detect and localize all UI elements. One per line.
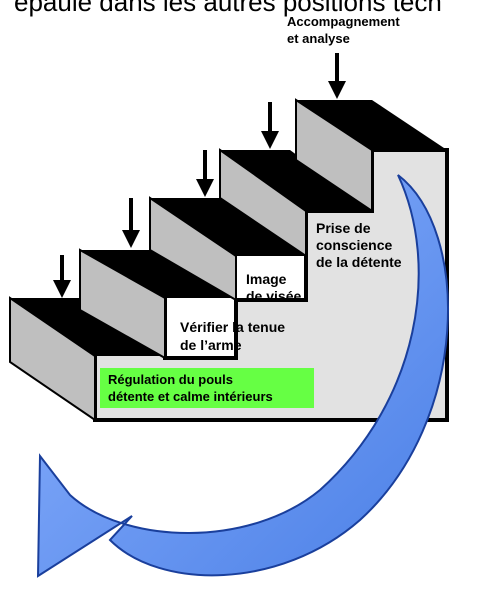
step-3-label-line1: Image bbox=[246, 271, 287, 287]
step-2-label-line1: Vérifier la tenue bbox=[180, 319, 285, 335]
step-1-label: Régulation du pouls détente et calme int… bbox=[108, 372, 273, 404]
step-5-label: Accompagnement et analyse bbox=[287, 14, 403, 46]
step-4-riser bbox=[219, 148, 307, 258]
step-4-label-line1: Prise de bbox=[316, 220, 371, 236]
step-3-label: Image de visée bbox=[246, 271, 301, 304]
step-5-top bbox=[296, 100, 447, 150]
down-arrow-icon bbox=[53, 255, 71, 298]
step-4-label-line2: conscience bbox=[316, 237, 392, 253]
down-arrow-icon bbox=[328, 53, 346, 99]
step-2-tread bbox=[80, 250, 236, 298]
step-1-label-line2: détente et calme intérieurs bbox=[108, 389, 273, 404]
step-3-riser bbox=[149, 196, 237, 302]
step-1-highlight bbox=[100, 368, 314, 408]
step-2-label-line2: de l’arme bbox=[180, 337, 242, 353]
step-2-label: Vérifier la tenue de l’arme bbox=[180, 319, 289, 353]
down-arrow-icon bbox=[122, 198, 140, 248]
step-1-label-line1: Régulation du pouls bbox=[108, 372, 233, 387]
step-5-label-line1: Accompagnement bbox=[287, 14, 400, 29]
step-3-top bbox=[150, 198, 306, 256]
step-4-label: Prise de conscience de la détente bbox=[316, 220, 402, 270]
down-arrow-icon bbox=[261, 102, 279, 149]
step-1-tread bbox=[10, 298, 165, 356]
step-1-riser bbox=[9, 296, 96, 422]
down-arrow-icon bbox=[196, 150, 214, 197]
step-2-riser bbox=[79, 248, 166, 360]
step-3-label-line2: de visée bbox=[246, 288, 301, 304]
page-header-fragment: épaule dans les autres positions tech bbox=[14, 0, 442, 17]
step-5-label-line2: et analyse bbox=[287, 31, 350, 46]
step-4-top bbox=[220, 150, 372, 211]
cycle-arrow bbox=[36, 174, 449, 578]
step-5-riser bbox=[295, 98, 373, 213]
step-4-label-line3: de la détente bbox=[316, 254, 402, 270]
